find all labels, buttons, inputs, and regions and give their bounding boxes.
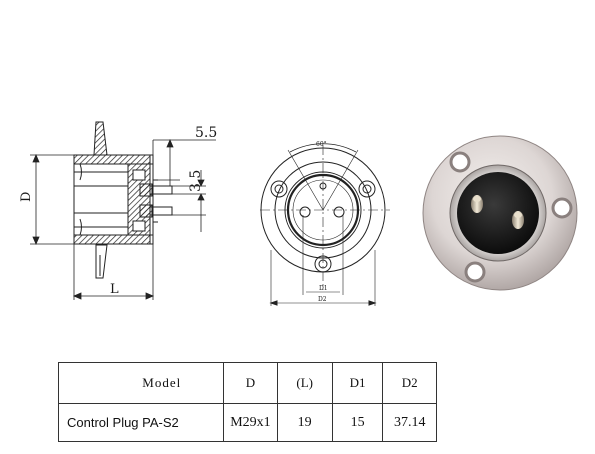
dim-3.5-label: 3.5 [188,170,204,192]
spec-table-header-row: Model D (L) D1 D2 [57,362,437,404]
photo-hole-right [551,197,573,219]
angle-60-label: 60° [316,141,327,148]
dim-5.5-label: 5.5 [195,125,217,141]
photo-hole-top-left [449,151,471,173]
dim-L-label: L [110,282,119,297]
cell-D: M29x1 [223,403,278,442]
bottom-wall [73,234,151,245]
bottom-flange-tab [95,244,108,279]
cell-D1: 15 [331,403,384,442]
mount-hole-right [358,180,376,198]
header-D2: D2 [382,362,437,404]
header-model: Model [57,362,225,404]
top-flange-tab [93,121,108,156]
photo-hole-bottom [464,261,486,283]
top-wall [73,154,151,165]
cell-D2: 37.14 [382,403,437,442]
product-photo [422,135,578,291]
cell-L: 19 [276,403,333,442]
dim-D-label: D [19,192,34,202]
socket-insulator [457,172,539,254]
spec-table: Model D (L) D1 D2 Control Plug PA-S2 M29… [57,362,437,442]
front-pin-2 [333,206,345,218]
inner-bore-circle [286,173,360,247]
mount-hole-left [270,180,288,198]
technical-drawing: 5.5 3.5 D L 60° [19,121,578,306]
dim-D1-label: D1 [319,285,328,292]
mount-hole-bottom [314,255,332,273]
dim-D2-label: D2 [318,296,327,303]
table-row: Control Plug PA-S2 M29x1 19 15 37.14 [57,403,437,442]
front-view [260,143,390,306]
front-pin-1 [299,206,311,218]
side-section-view [73,121,173,279]
header-D1: D1 [331,362,384,404]
cell-model: Control Plug PA-S2 [57,403,225,442]
side-dimensions [30,138,216,300]
header-L: (L) [276,362,333,404]
header-D: D [223,362,278,404]
